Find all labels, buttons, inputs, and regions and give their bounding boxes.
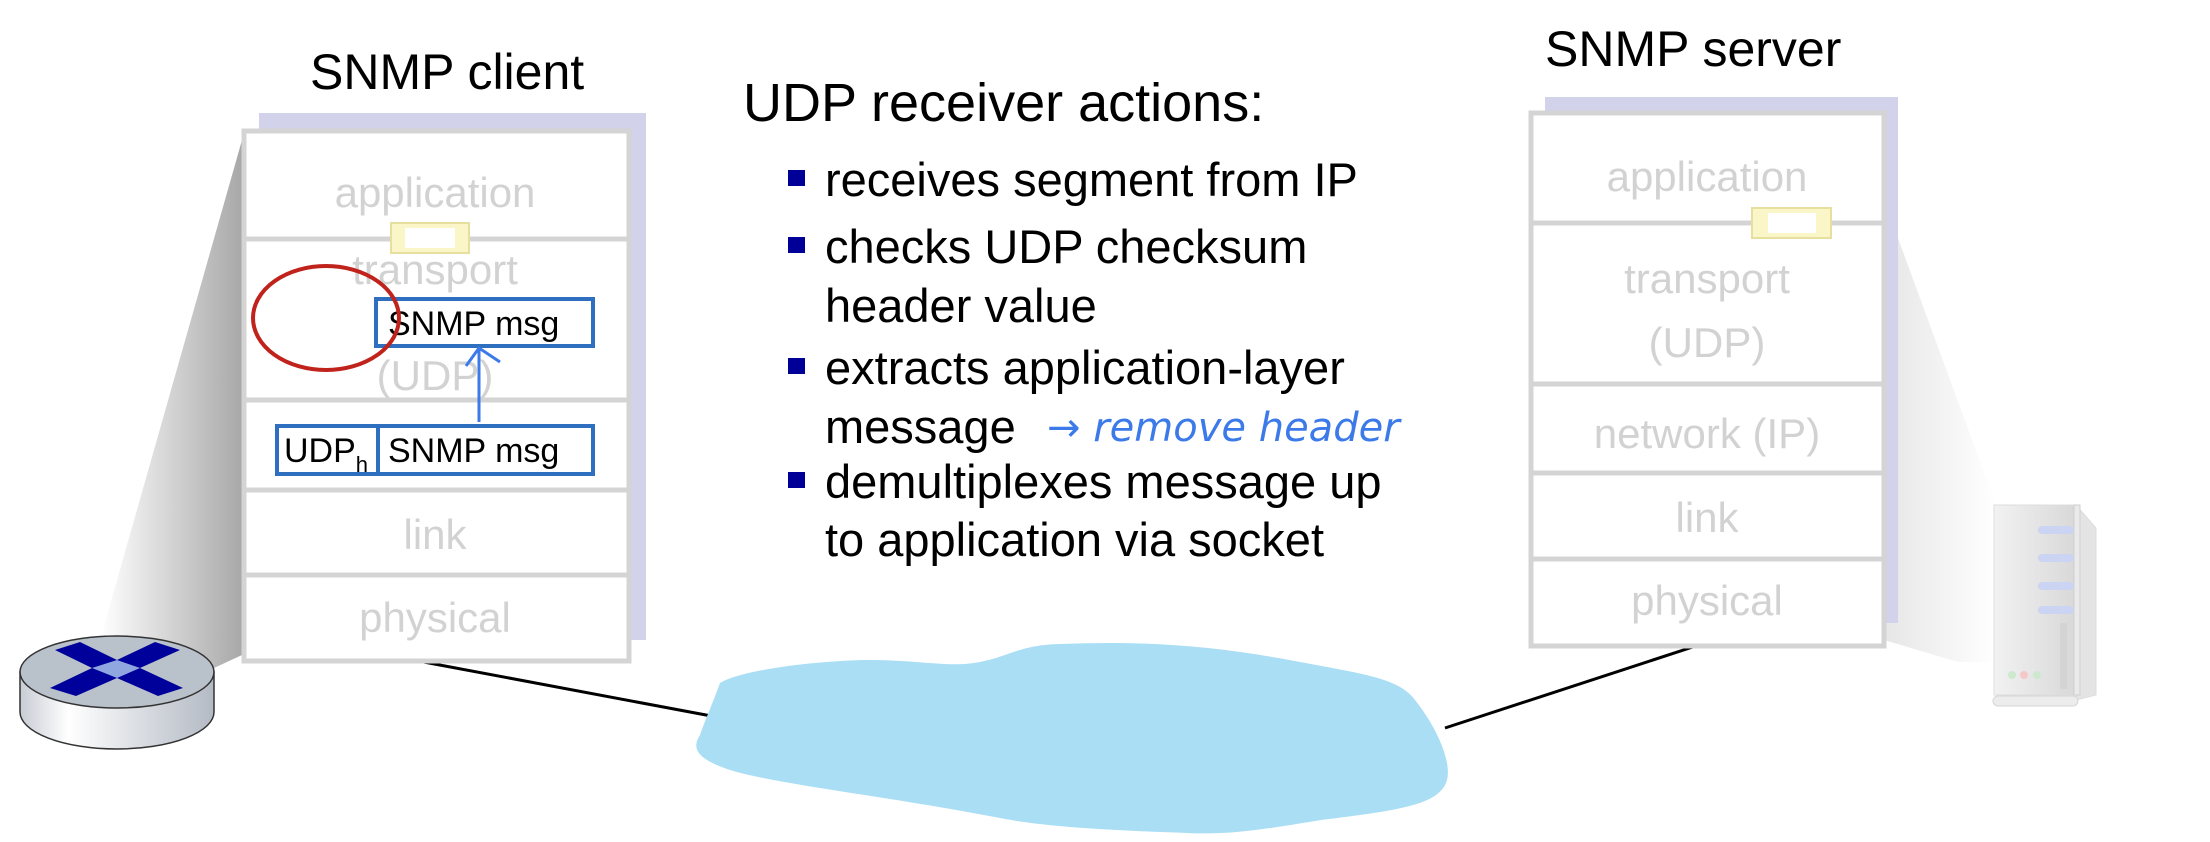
snmp-message-label: SNMP msg [388, 305, 559, 343]
router-icon [19, 635, 215, 750]
bullet-icon [788, 358, 805, 374]
server-icon [1992, 503, 2097, 707]
action-line: receives segment from IP [825, 153, 1358, 206]
network-cloud [696, 642, 1448, 834]
server-layer-application: application [1607, 153, 1808, 200]
client-zoom-cone [100, 140, 242, 668]
server-layer-network: network (IP) [1594, 410, 1820, 457]
server-zoom-cone [1884, 200, 1996, 662]
socket-icon [1751, 207, 1832, 239]
action-line: message [825, 400, 1016, 453]
client-layer-physical: physical [359, 594, 511, 641]
header-highlight-circle [251, 264, 401, 372]
udp-header-subscript: h [356, 452, 368, 477]
client-layer-transport: transport [352, 246, 518, 293]
action-line: checks UDP checksum [825, 220, 1307, 273]
snmp-message-box: SNMP msg [374, 297, 595, 348]
bullet-icon [788, 472, 805, 488]
udp-header-label: UDPh [284, 432, 368, 477]
bullet-icon [788, 170, 805, 186]
server-layer-physical: physical [1631, 577, 1783, 624]
server-link-line [1444, 640, 1709, 730]
client-layer-udp: (UDP) [377, 352, 494, 399]
bullet-icon [788, 237, 805, 253]
server-layer-udp: (UDP) [1649, 319, 1766, 366]
handwritten-annotation: → remove header [1047, 405, 1402, 451]
action-line: to application via socket [825, 513, 1324, 566]
up-arrow-icon [464, 345, 501, 422]
client-protocol-stack: application transport (UDP) link physica… [241, 113, 646, 664]
server-protocol-stack: application transport (UDP) network (IP)… [1528, 97, 1898, 649]
action-line: extracts application-layer [825, 341, 1345, 394]
server-layer-link: link [1675, 494, 1739, 541]
actions-list: receives segment from IP checks UDP chec… [788, 153, 1402, 566]
client-link-line [412, 658, 723, 720]
udp-segment-box: UDPh SNMP msg [275, 424, 595, 477]
actions-heading: UDP receiver actions: [743, 73, 1264, 133]
client-layer-application: application [335, 169, 536, 216]
server-title: SNMP server [1545, 21, 1841, 77]
action-line: demultiplexes message up [825, 455, 1381, 508]
socket-icon [390, 222, 470, 254]
action-line: header value [825, 279, 1097, 332]
client-layer-link: link [403, 511, 467, 558]
udp-header-text: UDP [284, 432, 356, 470]
client-title: SNMP client [310, 44, 584, 100]
server-layer-transport: transport [1624, 255, 1790, 302]
udp-payload-label: SNMP msg [388, 432, 559, 470]
